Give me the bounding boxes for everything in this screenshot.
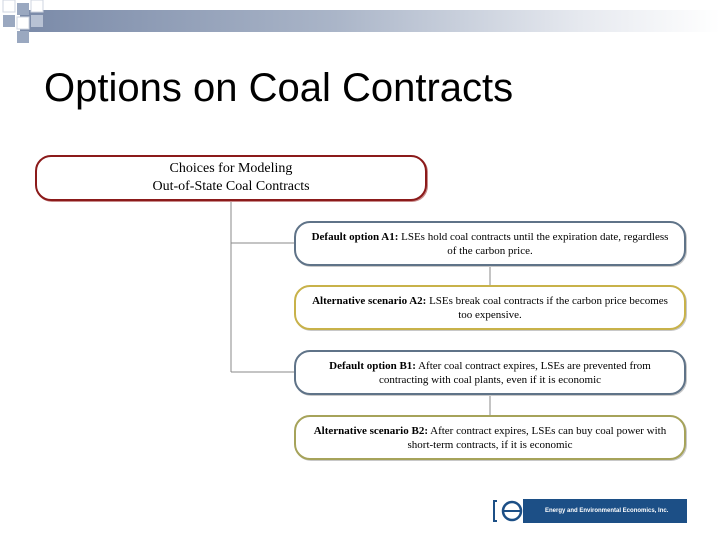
node-default-option-a1: Default option A1: LSEs hold coal contra…	[294, 221, 686, 266]
node-text: After contract expires, LSEs can buy coa…	[407, 424, 667, 451]
node-text: After coal contract expires, LSEs are pr…	[378, 359, 651, 386]
root-node: Choices for Modeling Out-of-State Coal C…	[35, 155, 427, 201]
node-text: LSEs hold coal contracts until the expir…	[398, 230, 669, 257]
root-line-1: Choices for Modeling	[169, 161, 293, 176]
node-text: LSEs break coal contracts if the carbon …	[426, 294, 668, 321]
root-line-2: Out-of-State Coal Contracts	[152, 179, 310, 194]
company-name: Energy and Environmental Economics, Inc.	[537, 499, 687, 523]
node-lead: Default option B1:	[329, 359, 416, 372]
company-logo: Energy and Environmental Economics, Inc.	[493, 499, 687, 523]
node-default-option-b1: Default option B1: After coal contract e…	[294, 350, 686, 395]
decorative-squares	[2, 0, 44, 43]
e3-logo-icon	[493, 499, 537, 523]
node-alternative-scenario-b2: Alternative scenario B2: After contract …	[294, 415, 686, 460]
node-alternative-scenario-a2: Alternative scenario A2: LSEs break coal…	[294, 285, 686, 330]
header-gradient-band	[20, 10, 720, 32]
slide-title: Options on Coal Contracts	[44, 66, 514, 110]
node-lead: Alternative scenario A2:	[312, 294, 427, 307]
node-lead: Alternative scenario B2:	[313, 424, 428, 437]
node-lead: Default option A1:	[311, 230, 399, 243]
